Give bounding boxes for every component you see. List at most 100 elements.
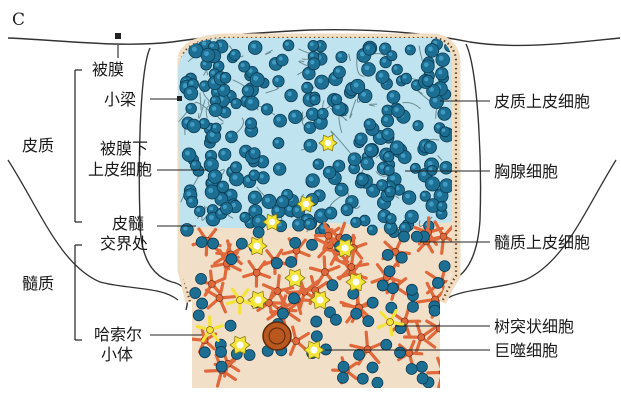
thymocyte-highlight [185, 150, 190, 156]
medullary-epithelial-cell-body [363, 345, 372, 354]
dendritic-cell-body [206, 326, 214, 334]
thymocyte [381, 249, 394, 261]
thymocyte [398, 230, 410, 243]
thymocyte [215, 346, 227, 358]
thymocyte-highlight [361, 92, 367, 97]
thymocyte-highlight [364, 65, 370, 71]
thymocyte-highlight [378, 181, 383, 186]
thymocyte-highlight [423, 62, 429, 68]
thymocyte-highlight [363, 159, 369, 165]
thymocyte-highlight [412, 165, 416, 169]
thymocyte-highlight [222, 204, 228, 210]
thymocyte [270, 257, 283, 270]
thymocyte [353, 348, 365, 361]
thymocyte-highlight [382, 58, 387, 63]
thymocyte [432, 277, 444, 289]
thymocyte [238, 60, 251, 73]
thymocyte-highlight [335, 162, 340, 167]
thymocyte-highlight [211, 70, 215, 75]
thymocyte-highlight [186, 191, 192, 197]
epithelial-reticulum-line [437, 155, 443, 161]
far-right-bay [443, 159, 617, 301]
thymocyte [350, 307, 363, 320]
thymocyte-highlight [365, 45, 371, 50]
capsule-outline [7, 29, 621, 47]
thymocyte [350, 216, 362, 229]
thymocyte-highlight [294, 207, 300, 213]
thymocyte [362, 315, 375, 328]
thymocyte-highlight [380, 212, 386, 218]
thymocyte [210, 122, 222, 134]
thymocyte [224, 319, 237, 332]
epithelial-reticulum-line [330, 130, 352, 155]
thymocyte-highlight [306, 141, 312, 147]
thymocyte [229, 49, 241, 61]
thymocyte [366, 224, 378, 236]
thymocyte-highlight [390, 175, 396, 181]
thymocyte-highlight [427, 161, 433, 167]
thymocyte-highlight [285, 41, 289, 46]
thymocyte-highlight [204, 51, 209, 57]
thymocyte-highlight [327, 209, 332, 214]
thymocyte-highlight [231, 51, 236, 56]
thymocyte-highlight [421, 171, 427, 177]
thymocyte-highlight [258, 158, 264, 163]
thymocyte-highlight [400, 153, 406, 158]
hassall-corpuscle [262, 321, 292, 351]
medullary-epithelial-cell-process [426, 370, 445, 375]
thymocyte-highlight [395, 186, 400, 191]
thymocyte-highlight [428, 167, 433, 171]
thymocyte [230, 98, 242, 110]
thymocyte [260, 103, 274, 116]
thymocyte [310, 330, 323, 343]
thymocyte-highlight [245, 177, 251, 183]
thymocyte [395, 251, 408, 264]
thymocyte-highlight [220, 86, 225, 91]
panel-letter: C [12, 10, 26, 30]
thymocyte [243, 349, 256, 361]
thymocyte-highlight [421, 192, 426, 197]
thymocyte [307, 57, 321, 71]
thymocyte-highlight [278, 56, 283, 61]
thymocyte [415, 360, 428, 373]
thymocyte [303, 218, 316, 231]
thymocyte-highlight [303, 84, 308, 89]
thymocyte-highlight [207, 152, 212, 157]
thymocyte-highlight [359, 51, 365, 57]
thymocyte-highlight [283, 191, 288, 196]
medullary-epithelial-cell-body [324, 231, 333, 240]
thymocyte-highlight [407, 46, 411, 51]
medullary-epithelial-cell-body [215, 294, 224, 302]
thymocyte [384, 185, 396, 198]
thymocyte [330, 313, 342, 326]
thymocyte-highlight [441, 128, 446, 133]
medullary-epithelial-cell-process [441, 361, 452, 374]
macrophage-nucleus [236, 341, 244, 349]
medullary-epithelial-cell-body [273, 287, 282, 295]
thymocyte-highlight [265, 197, 271, 203]
thymocyte-highlight [241, 213, 246, 218]
thymocyte-highlight [438, 70, 443, 75]
thymocyte-highlight [221, 150, 226, 156]
thymocyte [383, 265, 396, 278]
thymocyte-highlight [305, 69, 310, 75]
epithelial-reticulum-line [198, 99, 206, 119]
thymocyte-highlight [353, 82, 359, 88]
thymocyte [312, 158, 325, 170]
thymocyte-highlight [286, 206, 292, 211]
thymocyte [248, 169, 260, 181]
thymocyte-highlight [240, 63, 245, 67]
thymocyte-highlight [183, 226, 188, 231]
thymocyte [186, 195, 199, 209]
thymocyte [225, 253, 238, 266]
thymocyte [272, 75, 285, 88]
thymocyte [316, 107, 329, 120]
thymocyte-highlight [295, 221, 300, 226]
thymocyte-highlight [221, 109, 226, 113]
thymocyte [230, 161, 242, 174]
thymocyte-highlight [207, 161, 213, 167]
thymocyte-highlight [335, 104, 340, 110]
medulla-bracket [74, 244, 82, 341]
thymocyte-highlight [211, 97, 216, 102]
thymocyte-highlight [209, 132, 215, 138]
